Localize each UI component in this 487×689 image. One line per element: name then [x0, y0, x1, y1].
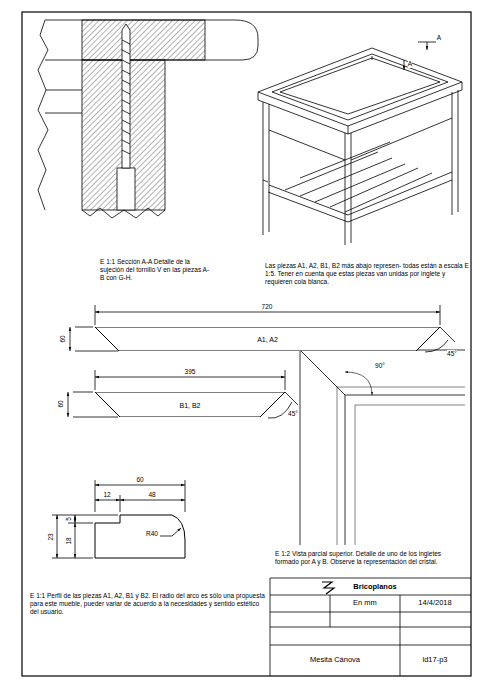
label-text: En mm [353, 599, 377, 607]
note-text: E 1:1 Perfil de las piezas A1, A2, B1 y … [30, 592, 265, 616]
mitered-piece: A1, A2 [95, 327, 440, 351]
piece-name: A1, A2 [257, 336, 278, 343]
dimension-text: 18 [65, 537, 73, 544]
note-text: E 1:2 Vista parcial superior. Detalle de… [275, 550, 460, 566]
label-text: Mesita Cánova [310, 656, 360, 664]
label-text: 45° [447, 350, 457, 358]
note-text: Las piezas A1, A2, B1, B2 más abajo repr… [265, 262, 470, 286]
label-text: 395 [185, 368, 196, 376]
label-text: Bricoplanos [353, 583, 396, 591]
label-text: ld17-p3 [422, 656, 447, 664]
dimension-text: 60 [59, 335, 67, 342]
label-text: 90° [375, 362, 385, 370]
note-text: E 1:1 Sección A-A Detalle de la sujeción… [100, 258, 212, 282]
label-text: 60 [136, 476, 143, 484]
label-text: A [408, 60, 412, 68]
label-text: A [437, 34, 441, 42]
label-text: 45° [288, 410, 298, 418]
piece-name: B1, B2 [179, 401, 200, 408]
dimension-text: 5 [65, 517, 73, 521]
label-text: R40 [146, 530, 158, 538]
label-text: 14/4/2018 [418, 599, 451, 607]
label-text: 12 [103, 491, 110, 499]
label-text: 720 [262, 303, 273, 311]
dimension-text: 60 [57, 400, 65, 407]
dimension-text: 23 [47, 533, 55, 540]
label-text: 48 [148, 491, 155, 499]
mitered-piece: B1, B2 [95, 392, 285, 417]
